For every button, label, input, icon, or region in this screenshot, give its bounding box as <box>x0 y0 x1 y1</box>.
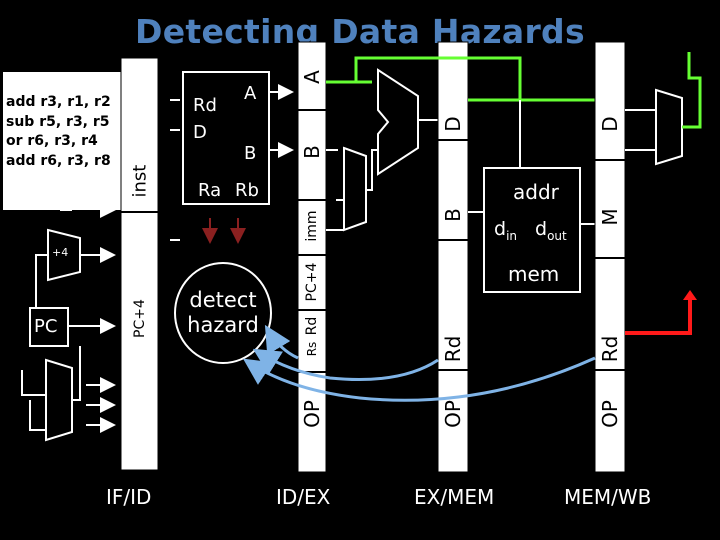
mem-label: mem <box>508 262 560 286</box>
mem-addr-label: addr <box>513 180 559 204</box>
id-ex-b-label: B <box>300 145 324 159</box>
pc-register <box>29 307 69 347</box>
mem-wb-rd-label: Rd <box>598 335 622 363</box>
regfile-rd-label: Rd <box>193 95 217 116</box>
detect-hazard-line1: detect <box>189 288 257 312</box>
data-memory <box>483 167 581 293</box>
if-id-pcplus4-label: PC+4 <box>132 299 148 338</box>
ex-mem-b-label: B <box>441 208 465 222</box>
stage-if-id: IF/ID <box>106 485 152 509</box>
pc-label: PC <box>34 316 58 337</box>
mem-wb-m-label: M <box>598 208 622 226</box>
regfile-d-label: D <box>193 122 207 143</box>
instruction-line: or r6, r3, r4 <box>6 133 98 149</box>
ex-mem-d-label: D <box>441 116 465 132</box>
mem-dout-label: dout <box>535 218 567 243</box>
if-id-register <box>120 57 159 471</box>
plus4-label: +4 <box>52 246 69 259</box>
alu <box>377 68 419 176</box>
instruction-line: add r6, r3, r8 <box>6 152 111 169</box>
ex-mem-rd-label: Rd <box>441 335 465 363</box>
stage-mem-wb: MEM/WB <box>564 485 652 509</box>
instruction-memory <box>3 72 121 210</box>
regfile-b-label: B <box>244 143 257 164</box>
b-mux <box>343 146 367 232</box>
writeback-mux <box>655 88 683 166</box>
pc-mux <box>45 358 73 442</box>
mem-wb-op-label: OP <box>598 400 622 428</box>
id-ex-imm-label: imm <box>304 210 320 242</box>
ex-mem-op-label: OP <box>441 400 465 428</box>
instruction-list: add r3, r1, r2 sub r5, r3, r5 or r6, r3,… <box>6 93 111 171</box>
id-ex-rs-label: Rs <box>305 341 319 357</box>
id-ex-register <box>297 41 327 473</box>
instruction-line: sub r5, r3, r5 <box>6 113 110 130</box>
regfile-a-label: A <box>244 83 257 104</box>
slide-title: Detecting Data Hazards <box>135 12 585 51</box>
pc-adder <box>47 228 81 282</box>
detect-hazard-unit <box>174 262 272 364</box>
if-id-inst-label: inst <box>129 164 151 198</box>
id-ex-op-label: OP <box>300 400 324 428</box>
mem-din-label: din <box>494 218 518 243</box>
id-ex-pcplus4-label: PC+4 <box>304 262 320 302</box>
stage-id-ex: ID/EX <box>276 485 331 509</box>
detect-hazard-line2: hazard <box>187 313 259 337</box>
regfile-ra-label: Ra <box>198 180 222 201</box>
detect-hazard-label: detect hazard <box>175 288 271 338</box>
stage-ex-mem: EX/MEM <box>414 485 495 509</box>
register-file <box>182 71 270 205</box>
instruction-line: add r3, r1, r2 <box>6 94 111 110</box>
regfile-rb-label: Rb <box>235 180 259 201</box>
mem-wb-d-label: D <box>598 116 622 132</box>
ex-mem-register <box>437 41 469 473</box>
id-ex-a-label: A <box>300 70 324 84</box>
